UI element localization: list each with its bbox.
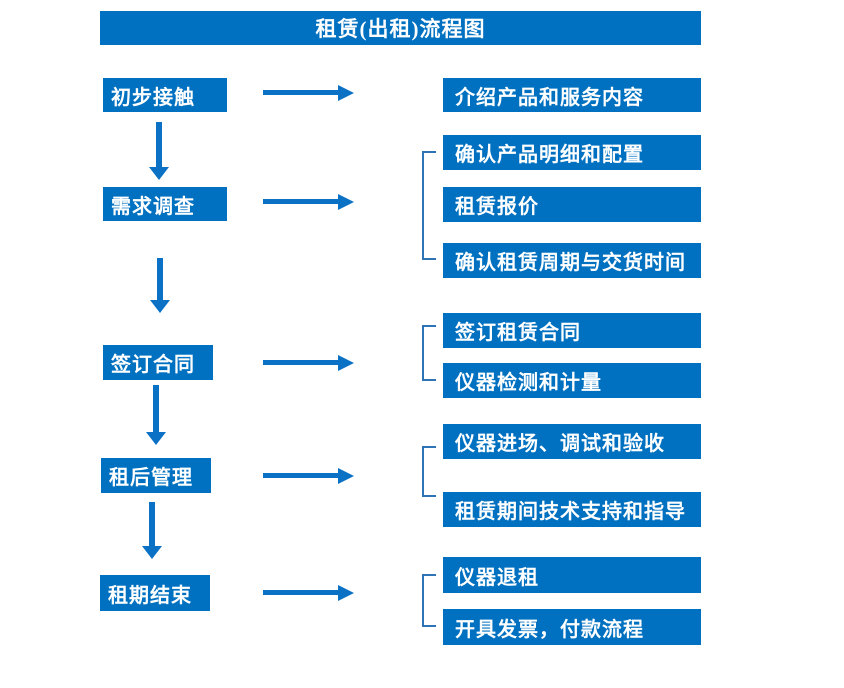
right-arrow-stage3 [263, 354, 354, 371]
down-arrow-3 [146, 385, 166, 445]
bracket-group-demand-survey [422, 151, 436, 260]
bracket-group-sign-contract [422, 325, 436, 381]
right-arrow-stage1 [263, 84, 354, 101]
detail-box-instrument-testing: 仪器检测和计量 [443, 363, 701, 398]
right-arrow-stage5 [263, 584, 354, 601]
detail-box-confirm-product-config: 确认产品明细和配置 [443, 135, 701, 170]
stage-box-initial-contact: 初步接触 [103, 78, 227, 112]
down-arrow-1 [149, 122, 169, 180]
stage-box-demand-survey: 需求调查 [103, 187, 227, 221]
detail-box-instrument-arrival: 仪器进场、调试和验收 [443, 424, 701, 459]
detail-box-invoice-payment: 开具发票，付款流程 [443, 609, 701, 645]
detail-box-introduce-products: 介绍产品和服务内容 [443, 78, 701, 112]
bracket-group-rental-end [422, 574, 436, 627]
down-arrow-4 [142, 502, 162, 559]
detail-box-instrument-return: 仪器退租 [443, 557, 701, 593]
detail-box-confirm-period-delivery: 确认租赁周期与交货时间 [443, 243, 701, 278]
right-arrow-stage2 [263, 193, 354, 210]
detail-box-tech-support: 租赁期间技术支持和指导 [443, 492, 701, 527]
detail-box-rental-quote: 租赁报价 [443, 187, 701, 222]
stage-box-sign-contract: 签订合同 [103, 345, 213, 380]
stage-box-post-rental-management: 租后管理 [101, 458, 211, 493]
bracket-group-post-rental [422, 446, 436, 497]
right-arrow-stage4 [263, 467, 354, 484]
detail-box-sign-rental-contract: 签订租赁合同 [443, 313, 701, 348]
stage-box-rental-end: 租期结束 [100, 575, 210, 611]
flowchart-title: 租赁(出租)流程图 [100, 11, 701, 45]
down-arrow-2 [150, 258, 170, 313]
